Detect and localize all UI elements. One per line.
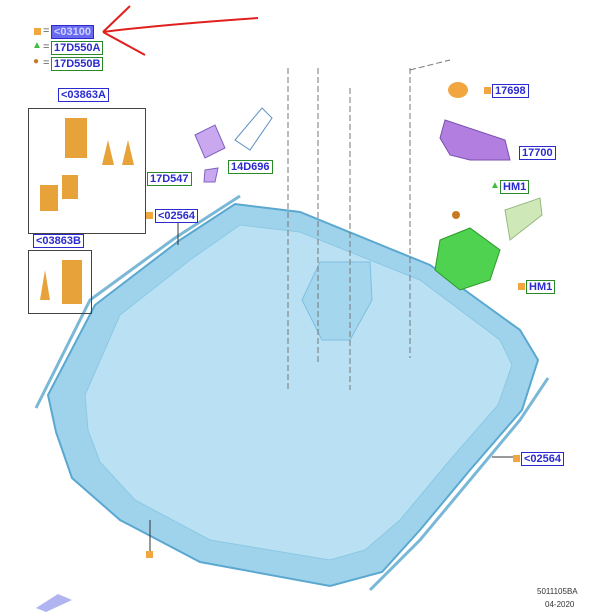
sensor-bracket [194, 124, 226, 183]
sensor-cover-part [448, 82, 468, 98]
square-legend-icon [34, 28, 41, 35]
direction-arrow-icon [36, 594, 72, 612]
kit-b-box [28, 250, 92, 314]
red-annotation-arrow [102, 5, 259, 56]
callout-hm1-top[interactable]: HM1 [500, 180, 530, 194]
wiring-harness [234, 107, 273, 151]
callout-17d547[interactable]: 17D547 [147, 172, 192, 186]
square-icon [484, 87, 491, 94]
legend-label-17d550a[interactable]: 17D550A [51, 41, 104, 55]
left-molding [34, 194, 241, 409]
green-cover-part [434, 227, 501, 291]
clip-square-icon [146, 551, 153, 558]
right-molding [368, 377, 550, 592]
clip-dot [452, 211, 460, 219]
equals-sign: = [43, 25, 50, 37]
square-icon [146, 212, 153, 219]
square-icon [513, 455, 520, 462]
kit-b-parts [40, 260, 82, 304]
circle-legend-icon: ● [33, 56, 40, 67]
square-icon [518, 283, 525, 290]
legend-label-03100[interactable]: <03100 [51, 25, 95, 39]
callout-17698[interactable]: 17698 [492, 84, 529, 98]
callout-02564-right[interactable]: <02564 [521, 452, 565, 466]
callout-14d696[interactable]: 14D696 [228, 160, 273, 174]
diagram-date: 04-2020 [545, 600, 575, 609]
dashed-guide [287, 59, 451, 390]
light-green-part [504, 197, 543, 241]
mirror-part [439, 119, 511, 161]
kit-a-box [28, 108, 146, 234]
callout-03863b[interactable]: <03863B [33, 234, 84, 248]
triangle-legend-icon: ▲ [32, 40, 42, 51]
callout-hm1-bottom[interactable]: HM1 [526, 280, 556, 294]
callout-03863a[interactable]: <03863A [58, 88, 109, 102]
callout-02564-left[interactable]: <02564 [155, 209, 199, 223]
triangle-icon: ▲ [490, 180, 500, 191]
kit-a-parts [40, 118, 134, 211]
callout-17700[interactable]: 17700 [519, 146, 556, 160]
equals-sign: = [43, 57, 50, 69]
diagram-id: 5011105BA [537, 587, 578, 596]
windshield-inner [84, 224, 513, 561]
legend-label-17d550b[interactable]: 17D550B [51, 57, 104, 71]
equals-sign: = [43, 41, 50, 53]
